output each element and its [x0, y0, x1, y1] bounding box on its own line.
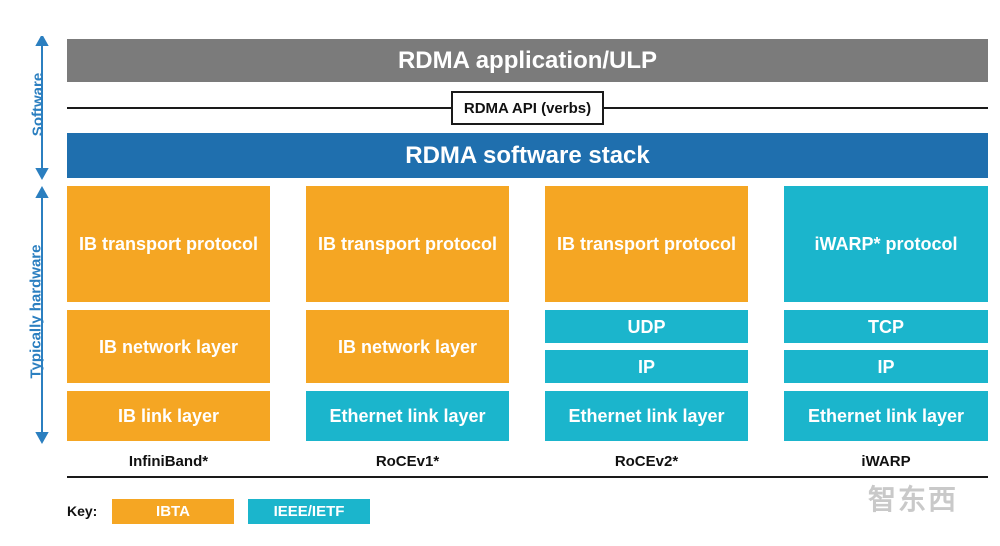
rocev2-ip-cell: IP	[545, 350, 748, 383]
rocev2-transport-cell: IB transport protocol	[545, 186, 748, 302]
ib-transport-cell: IB transport protocol	[67, 186, 270, 302]
key-label: Key:	[67, 503, 98, 519]
watermark-logo: 智东西	[868, 484, 959, 515]
hardware-label: Typically hardware	[27, 244, 45, 379]
key-ieee-ietf: IEEE/IETF	[248, 499, 370, 524]
key-ibta: IBTA	[112, 499, 234, 524]
column-label-iwarp: iWARP	[861, 453, 911, 470]
rocev1-network-cell: IB network layer	[306, 310, 509, 383]
rocev2-udp-cell: UDP	[545, 310, 748, 343]
column-label-infiniband: InfiniBand*	[128, 453, 209, 470]
rocev2-link-cell: Ethernet link layer	[545, 391, 748, 441]
iwarp-tcp-cell: TCP	[784, 310, 988, 343]
api-line-left	[67, 107, 451, 109]
rocev1-link-cell: Ethernet link layer	[306, 391, 509, 441]
bottom-divider	[67, 476, 988, 478]
rocev1-transport-cell: IB transport protocol	[306, 186, 509, 302]
column-label-rocev2: RoCEv2*	[614, 453, 679, 470]
side-arrows	[35, 36, 49, 445]
column-label-rocev1: RoCEv1*	[375, 453, 440, 470]
iwarp-link-cell: Ethernet link layer	[784, 391, 988, 441]
ib-network-cell: IB network layer	[67, 310, 270, 383]
api-line-right	[604, 107, 988, 109]
software-label: Software	[29, 72, 47, 137]
api-box: RDMA API (verbs)	[451, 91, 604, 125]
ib-link-cell: IB link layer	[67, 391, 270, 441]
software-stack-layer: RDMA software stack	[67, 133, 988, 178]
iwarp-transport-cell: iWARP* protocol	[784, 186, 988, 302]
iwarp-ip-cell: IP	[784, 350, 988, 383]
application-layer: RDMA application/ULP	[67, 39, 988, 82]
